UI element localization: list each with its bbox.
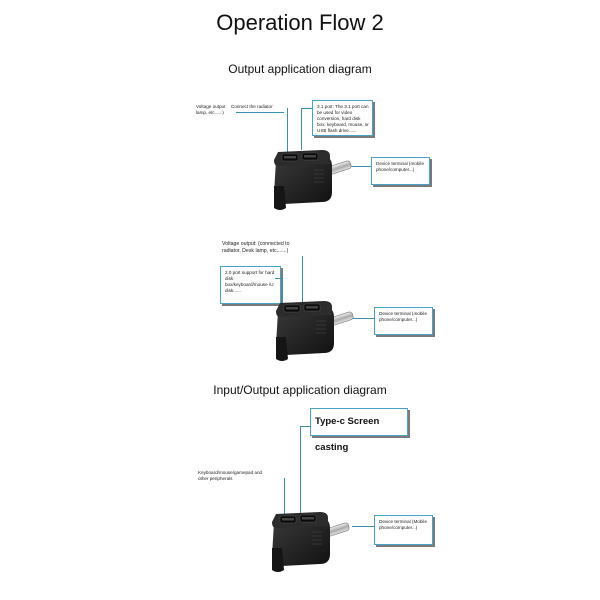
connector-line: [284, 478, 285, 518]
radiator-label: Connect the radiator: [231, 104, 273, 109]
voltage-output-note: Voltage output: (connected to radiator, …: [222, 241, 290, 254]
usb31-port-note: 3.1 port: The 3.1 port can be used for v…: [312, 100, 373, 136]
section1-heading: Output application diagram: [228, 62, 372, 76]
device-terminal-note-2: Device terminal (mobile phone/computer..…: [374, 307, 433, 335]
connector-line: [301, 108, 312, 109]
connector-line: [350, 318, 374, 319]
connector-line: [282, 278, 283, 306]
connector-line: [302, 256, 303, 302]
type-c-casting-label: Type-c Screen casting: [310, 408, 408, 453]
section3-heading: Input/Output application diagram: [213, 383, 387, 397]
usb20-port-note: 2.0 port support for hard disk box/keybo…: [220, 266, 281, 304]
device-terminal-note-1: Device terminal (mobile phone/computer..…: [371, 157, 430, 185]
connector-line: [352, 526, 374, 527]
usb-c-adapter-image: [273, 149, 353, 211]
usb-c-adapter-image: [275, 300, 355, 362]
connector-line: [301, 108, 302, 150]
connector-line: [236, 112, 284, 113]
voltage-output-label: Voltage output lamp, etc......): [196, 104, 226, 115]
connector-line: [275, 278, 283, 279]
connector-line: [350, 166, 371, 167]
connector-line: [300, 426, 310, 427]
connector-line: [300, 426, 301, 514]
usb-c-adapter-image: [271, 511, 351, 573]
page-title: Operation Flow 2: [216, 10, 384, 35]
device-terminal-note-3: Device terminal (Mobile phone/computer..…: [374, 515, 433, 545]
connector-line: [287, 108, 288, 154]
peripherals-note: Keyboard/mouse/gamepad and other periphe…: [198, 470, 263, 481]
